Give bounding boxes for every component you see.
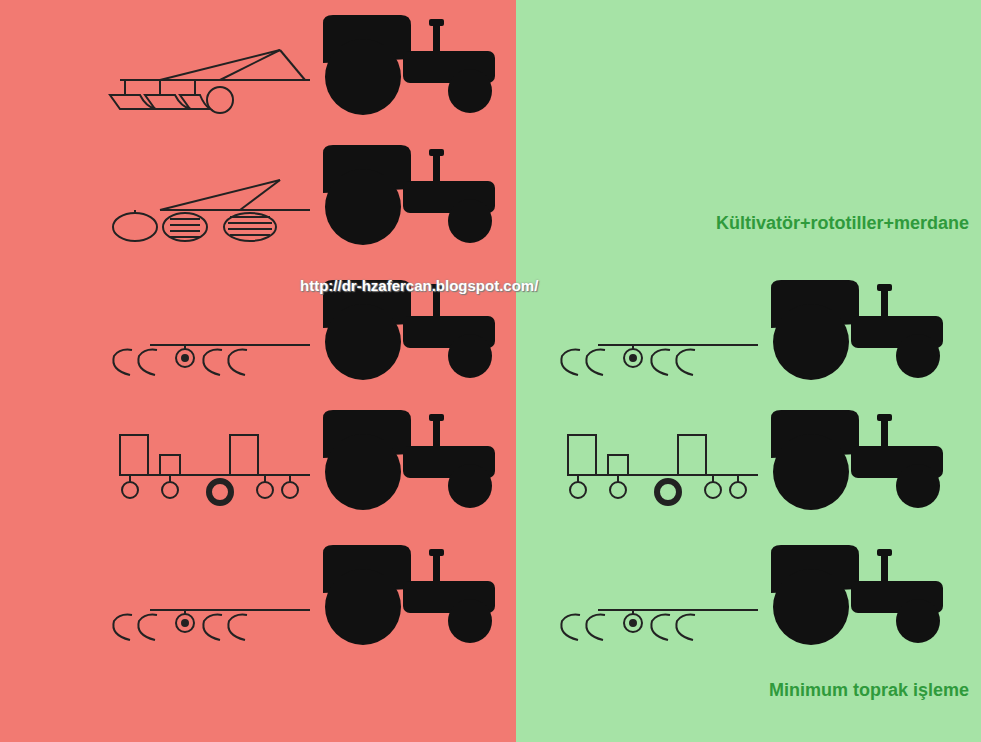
watermark: http://dr-hzafercan.blogspot.com/ [300,277,538,294]
minimum-tillage-panel [516,0,981,742]
method-label: Kültivatör+rototiller+merdane [716,213,969,234]
method-label: Minimum toprak işleme [769,680,969,701]
conventional-panel [0,0,516,742]
